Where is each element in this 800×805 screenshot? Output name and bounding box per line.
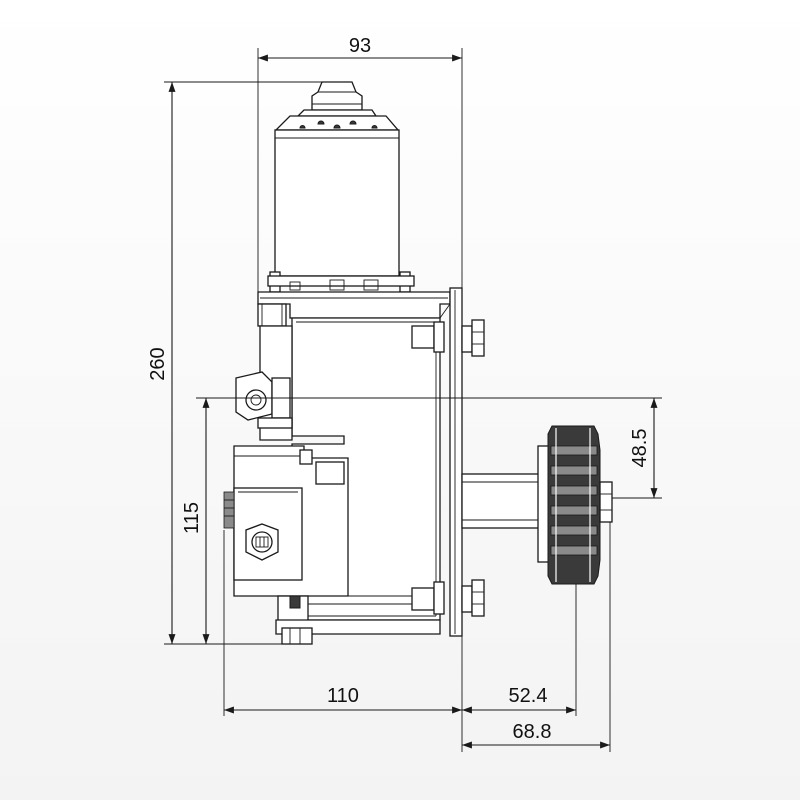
gear-motor-assembly (223, 81, 613, 645)
mounting-plate (449, 287, 463, 637)
motor-top-cap (274, 81, 400, 131)
dim-width-top: 93 (257, 35, 463, 292)
upper-bolt (411, 319, 485, 357)
dim-pinion-center: 52.4 (462, 584, 577, 716)
dim-depth-back: 110 (223, 530, 463, 752)
dim-label-110: 110 (327, 685, 359, 707)
dim-height-lower: 115 (181, 397, 662, 644)
dimensions: 93 260 115 48.5 110 (147, 35, 662, 752)
pinion-teeth (550, 445, 598, 556)
dim-label-48-5: 48.5 (629, 429, 651, 468)
lower-bolt (411, 579, 485, 617)
pinion-gear (537, 425, 613, 585)
dim-shaft-offset: 48.5 (612, 398, 662, 499)
dim-label-115: 115 (181, 502, 203, 534)
base-bracket (275, 595, 441, 645)
output-shaft (461, 473, 541, 529)
limit-switch-box (223, 445, 349, 597)
dim-label-93: 93 (349, 35, 371, 57)
dim-label-260: 260 (147, 347, 169, 380)
dim-height-total: 260 (147, 81, 322, 645)
dim-label-52-4: 52.4 (509, 685, 548, 707)
motor-body (267, 129, 415, 293)
dim-pinion-outer: 68.8 (462, 522, 611, 752)
release-lever (235, 371, 293, 429)
dim-label-68-8: 68.8 (513, 721, 552, 743)
